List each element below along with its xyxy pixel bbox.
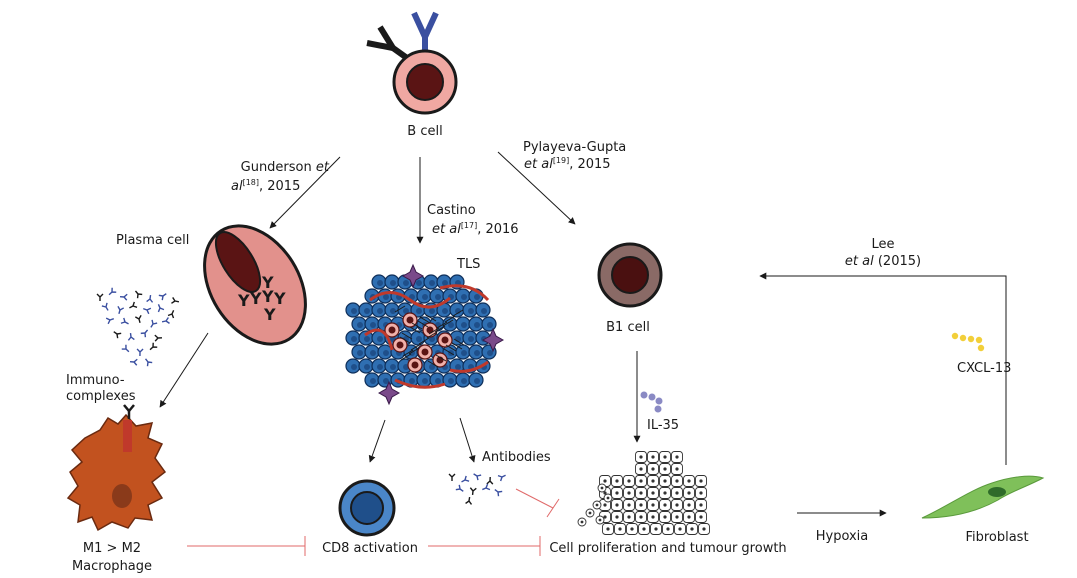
citation-gunderson-al: al bbox=[231, 179, 243, 194]
free-antibodies-icon bbox=[96, 287, 180, 367]
macrophage-body bbox=[66, 413, 167, 532]
fibroblast-nucleus bbox=[988, 487, 1006, 497]
b-cell-nucleus bbox=[406, 63, 444, 101]
arrow-plasma-to-macrophage bbox=[159, 332, 209, 408]
b-cell: B cell bbox=[366, 11, 458, 139]
b-cell-antibody-blue-icon bbox=[411, 11, 439, 55]
citation-castino: Castino et al[17], 2016 bbox=[427, 203, 519, 237]
arrow-fibroblast-to-b1 bbox=[759, 272, 1007, 465]
cd8-label: CD8 activation bbox=[322, 541, 418, 556]
b-cell-label: B cell bbox=[407, 124, 442, 139]
macrophage-label-line1: M1 > M2 bbox=[83, 541, 141, 556]
citation-pylayeva-author: Pylayeva-Gupta bbox=[523, 140, 626, 155]
macrophage-label-line2: Macrophage bbox=[72, 559, 152, 574]
citation-gunderson-etal: et bbox=[316, 160, 330, 175]
citation-castino-ref: [17] bbox=[461, 221, 477, 230]
il35-dots-icon bbox=[640, 391, 663, 413]
macrophage-nucleus bbox=[112, 484, 132, 508]
plasma-cell: Plasma cell Y Y Y Y Y Y bbox=[116, 224, 307, 346]
cxcl13-dots-icon bbox=[951, 332, 985, 352]
citation-lee-etal: et al bbox=[845, 254, 874, 269]
immunocomplexes-label-line2: complexes bbox=[66, 389, 136, 404]
tls-cluster bbox=[345, 263, 505, 406]
plasma-cell-antibodies-icon: Y Y Y Y Y Y bbox=[237, 273, 286, 324]
il35-label: IL-35 bbox=[647, 418, 679, 433]
citation-gunderson: Gunderson et al[18], 2015 bbox=[231, 160, 330, 194]
cxcl13-label: CXCL-13 bbox=[957, 361, 1011, 376]
svg-text:Y: Y bbox=[263, 305, 276, 324]
citation-pylayeva-year: , 2015 bbox=[569, 157, 610, 172]
b1-cell-label: B1 cell bbox=[606, 320, 650, 335]
svg-text:Y: Y bbox=[273, 289, 286, 308]
b-cell-antibody-black-icon bbox=[366, 25, 409, 61]
immunocomplex-antibody-icon bbox=[123, 404, 135, 419]
tumour-label: Cell proliferation and tumour growth bbox=[549, 541, 786, 556]
immunocomplexes-label-line1: Immuno- bbox=[66, 373, 125, 388]
fibroblast: Fibroblast bbox=[921, 475, 1045, 545]
svg-text:Y: Y bbox=[261, 287, 274, 306]
inhibit-antibodies-tumour bbox=[515, 488, 554, 509]
citation-gunderson-year: , 2015 bbox=[259, 179, 300, 194]
citation-gunderson-author: Gunderson bbox=[241, 160, 312, 175]
citation-lee: Lee et al (2015) bbox=[845, 237, 921, 269]
hypoxia-label: Hypoxia bbox=[816, 529, 869, 544]
arrow-bcell-to-plasma bbox=[269, 156, 341, 229]
svg-text:Y: Y bbox=[261, 273, 274, 292]
antibodies-label: Antibodies bbox=[482, 450, 551, 465]
svg-text:et al[19], 2015: et al[19], 2015 bbox=[524, 156, 611, 172]
plasma-cell-label: Plasma cell bbox=[116, 233, 189, 248]
citation-castino-year: , 2016 bbox=[477, 222, 518, 237]
fibroblast-body bbox=[921, 475, 1045, 519]
plasma-cell-nucleus bbox=[214, 231, 262, 293]
citation-castino-author: Castino bbox=[427, 203, 476, 218]
cd8-cell: CD8 activation bbox=[322, 479, 418, 556]
svg-text:Y: Y bbox=[249, 289, 262, 308]
citation-pylayeva-ref: [19] bbox=[553, 156, 569, 165]
arrow-tls-to-cd8 bbox=[368, 419, 386, 463]
citation-gunderson-ref: [18] bbox=[243, 178, 259, 187]
antibodies-icon bbox=[448, 473, 506, 505]
cd8-cell-nucleus bbox=[350, 491, 384, 525]
b1-cell-nucleus bbox=[611, 256, 649, 294]
arrow-bcell-to-b1 bbox=[497, 151, 576, 225]
svg-text:al[18], 2015: al[18], 2015 bbox=[231, 178, 300, 194]
citation-pylayeva: Pylayeva-Gupta et al[19], 2015 bbox=[523, 140, 626, 172]
citation-lee-author: Lee bbox=[871, 237, 894, 252]
citation-lee-year: (2015) bbox=[874, 254, 921, 269]
b1-cell: B1 cell bbox=[597, 242, 663, 335]
svg-text:et al (2015): et al (2015) bbox=[845, 254, 921, 269]
svg-text:Y: Y bbox=[237, 291, 250, 310]
tls-label: TLS bbox=[456, 257, 480, 272]
svg-text:Gunderson et: Gunderson et bbox=[241, 160, 330, 175]
fibroblast-label: Fibroblast bbox=[965, 530, 1028, 545]
citation-castino-etal: et al bbox=[432, 222, 461, 237]
svg-text:et al[17], 2016: et al[17], 2016 bbox=[432, 221, 519, 237]
citation-pylayeva-etal: et al bbox=[524, 157, 553, 172]
arrow-tls-to-antibodies bbox=[459, 417, 476, 463]
tumour-tissue bbox=[577, 451, 710, 535]
macrophage-receptor bbox=[123, 420, 132, 452]
macrophage: M1 > M2 Macrophage bbox=[66, 404, 167, 574]
